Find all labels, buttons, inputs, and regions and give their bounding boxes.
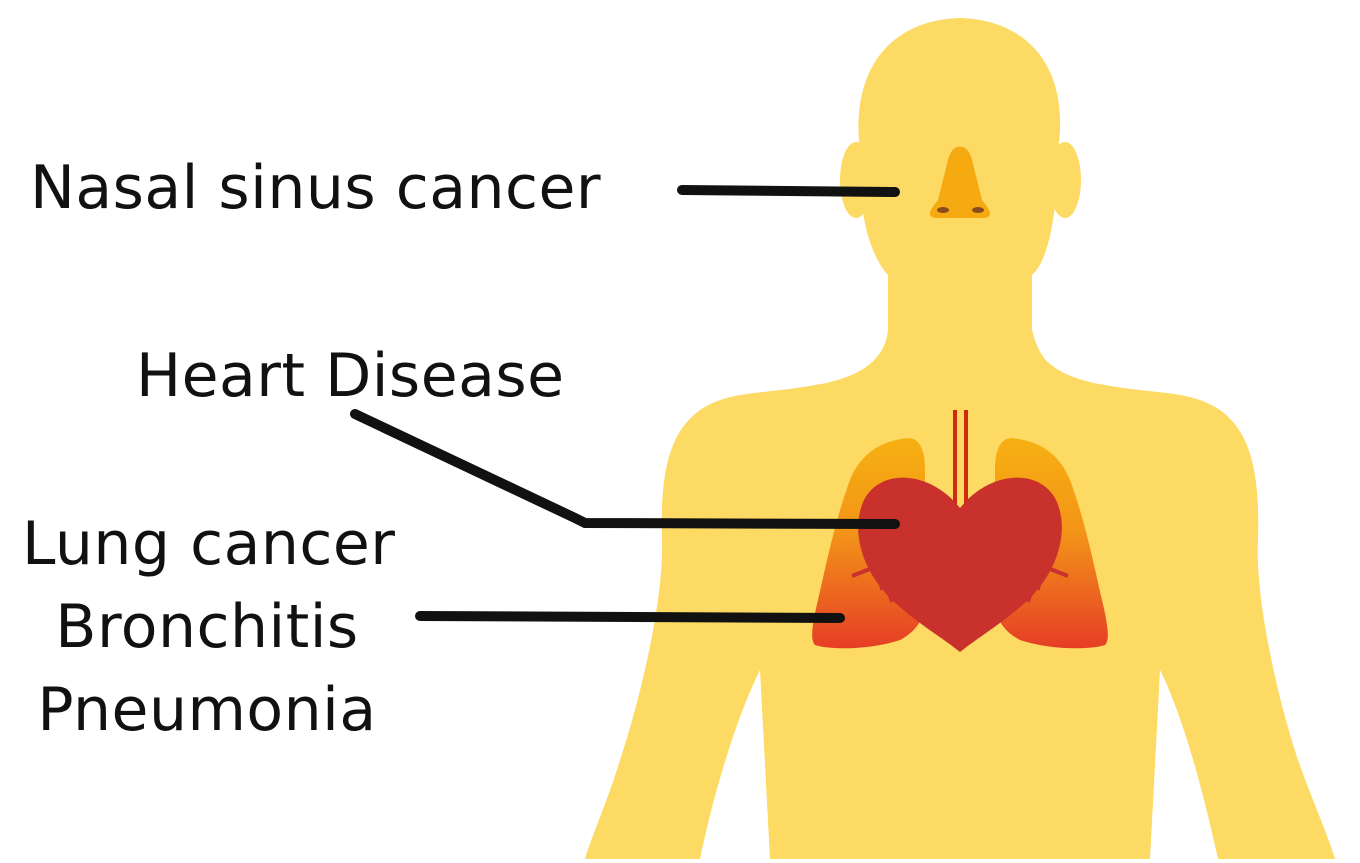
- pneumonia-label: Pneumonia: [22, 680, 392, 740]
- nasal-leader-line: [682, 190, 895, 192]
- heart-disease-label: Heart Disease: [136, 346, 565, 406]
- bronchitis-label: Bronchitis: [22, 597, 392, 657]
- lung-leader-line: [420, 616, 840, 618]
- human-silhouette-icon: [585, 18, 1335, 859]
- nasal-sinus-cancer-label: Nasal sinus cancer: [30, 158, 601, 218]
- lung-conditions-label-group: Lung cancer Bronchitis Pneumonia: [22, 514, 392, 763]
- lung-cancer-label: Lung cancer: [22, 514, 392, 574]
